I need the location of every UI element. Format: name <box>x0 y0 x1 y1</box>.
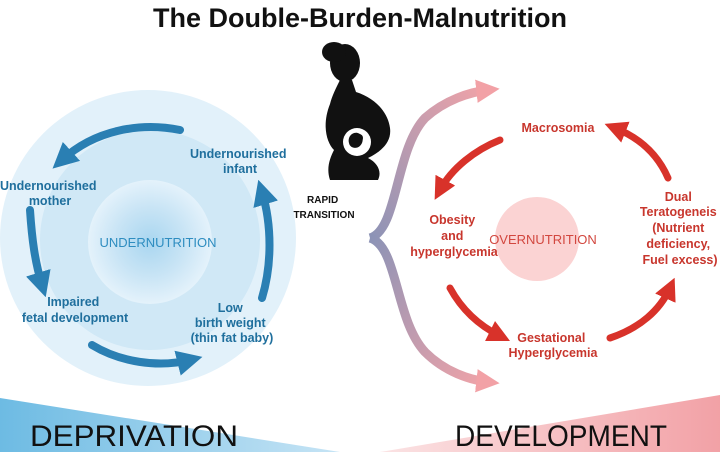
node-macrosomia: Macrosomia <box>522 121 596 135</box>
undernutrition-label: UNDERNUTRITION <box>100 235 217 250</box>
arrow-dual-to-macrosomia <box>604 121 672 182</box>
pregnant-woman-icon <box>322 42 391 180</box>
node-gestational-hyperglycemia: Gestational Hyperglycemia <box>509 331 599 360</box>
transition-lower-branch <box>368 233 500 393</box>
arrow-obesity-to-gestational <box>446 284 511 342</box>
overnutrition-circle <box>495 197 579 281</box>
development-label: DEVELOPMENT <box>455 420 667 453</box>
node-impaired-fetal-development: Impaired fetal development <box>22 295 129 325</box>
development-band <box>380 395 720 452</box>
node-dual-teratogenesis: Dual Teratogeneis (Nutrient deficiency, … <box>640 190 720 267</box>
rapid-transition-label: RAPID TRANSITION <box>293 195 354 221</box>
node-undernourished-mother: Undernourished mother <box>0 179 100 208</box>
node-obesity-hyperglycemia: Obesity and hyperglycemia <box>410 213 499 259</box>
arrow-macrosomia-to-obesity <box>434 136 504 200</box>
deprivation-band <box>0 398 340 452</box>
node-low-birth-weight: Low birth weight (thin fat baby) <box>191 301 274 345</box>
deprivation-label: DEPRIVATION <box>30 420 238 453</box>
arrow-infant-to-mother <box>52 123 184 169</box>
diagram-title: The Double-Burden-Malnutrition <box>153 3 567 33</box>
overnutrition-label: OVERNUTRITION <box>489 232 597 247</box>
transition-upper-branch <box>368 79 500 243</box>
arrow-fetal-to-birthweight <box>88 341 203 376</box>
node-undernourished-infant: Undernourished infant <box>190 147 290 176</box>
arrow-gestational-to-dual <box>606 277 676 342</box>
arrow-birthweight-to-infant <box>253 179 278 302</box>
arrow-mother-to-fetal <box>26 206 51 298</box>
undernutrition-inner-circle <box>88 180 212 304</box>
